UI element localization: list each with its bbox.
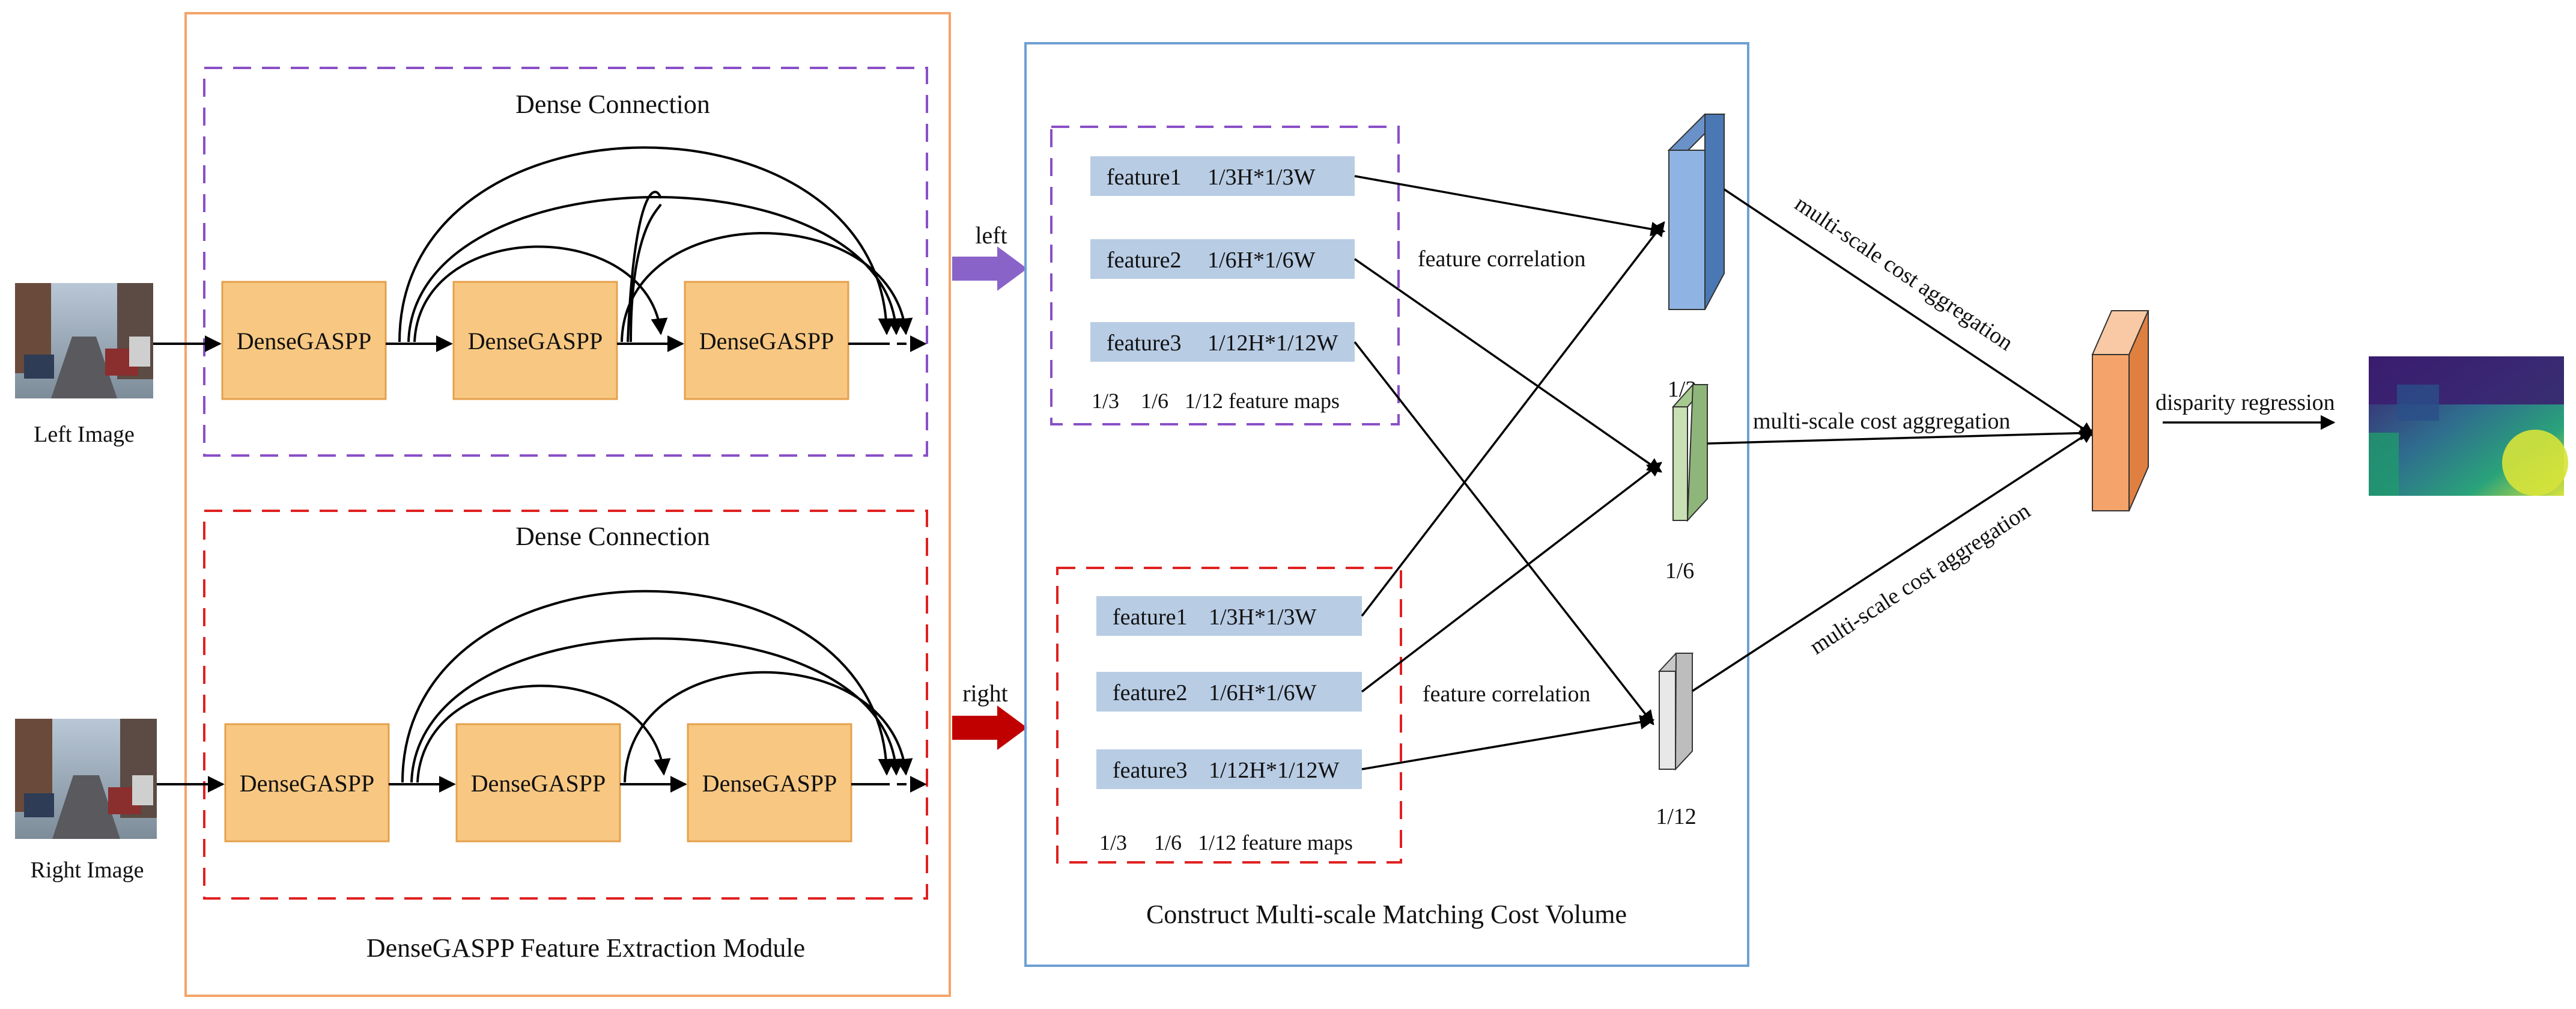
cost-volume-1-6: [1671, 384, 1709, 522]
top-densegaspp-label-2: DenseGASPP: [468, 328, 603, 355]
top-densegaspp-block-2: [452, 281, 618, 400]
feature-correlation-label-bottom: feature correlation: [1423, 681, 1591, 707]
top-densegaspp-block-1: [221, 281, 387, 400]
cost-volume-title: Construct Multi-scale Matching Cost Volu…: [1146, 900, 1627, 929]
right-feature-3-size: 1/12H*1/12W: [1209, 758, 1340, 783]
left-feature-3-name: feature3: [1107, 331, 1181, 356]
bottom-densegaspp-label-3: DenseGASPP: [702, 770, 837, 797]
bottom-densegaspp-block-1: [224, 723, 390, 843]
left-image-caption: Left Image: [34, 422, 135, 447]
left-flow-arrow: [952, 246, 1027, 291]
right-flow-label: right: [962, 680, 1008, 707]
left-feature-2: [1090, 239, 1355, 279]
bottom-dense-connection-title: Dense Connection: [515, 522, 710, 551]
top-dense-links: [153, 146, 927, 352]
right-flow-arrow: [952, 706, 1027, 750]
left-feature-1-size: 1/3H*1/3W: [1208, 165, 1316, 190]
aggregation-label-mid: multi-scale cost aggregation: [1753, 409, 2010, 434]
aggregation-label-top: multi-scale cost aggregation: [1790, 191, 2018, 356]
top-dense-connection-title: Dense Connection: [515, 90, 710, 119]
right-feature-2: [1096, 672, 1362, 712]
right-image-caption: Right Image: [31, 858, 144, 883]
cost-volume-1-12-label: 1/12: [1656, 804, 1697, 829]
right-feature-1: [1096, 596, 1362, 636]
right-feature-3: [1096, 749, 1362, 789]
feature-extraction-module-title: DenseGASPP Feature Extraction Module: [366, 933, 805, 963]
top-densegaspp-label-3: DenseGASPP: [699, 328, 834, 355]
cost-volume-frame: [1024, 42, 1749, 967]
right-feature-2-size: 1/6H*1/6W: [1209, 680, 1317, 706]
cost-volume-1-3: [1667, 114, 1726, 310]
left-feature-2-size: 1/6H*1/6W: [1208, 248, 1316, 273]
top-dense-connection-frame: [203, 67, 928, 457]
bottom-dense-connection-frame: [203, 510, 928, 900]
bottom-densegaspp-block-2: [455, 723, 621, 843]
cost-volume-1-12: [1657, 653, 1694, 771]
aggregation-lines: [1692, 188, 2095, 692]
left-feature-1: [1090, 156, 1355, 196]
disparity-regression-label: disparity regression: [2155, 390, 2335, 415]
left-feature-2-name: feature2: [1107, 248, 1181, 273]
right-feature-maps-caption: 1/3 1/6 1/12 feature maps: [1099, 831, 1353, 855]
top-densegaspp-block-3: [684, 281, 849, 400]
right-feature-group-frame: [1056, 567, 1402, 864]
disparity-output-image: [2369, 356, 2568, 496]
right-input-image: [15, 719, 157, 839]
bottom-densegaspp-block-3: [687, 723, 852, 843]
cost-volume-1-6-label: 1/6: [1665, 558, 1695, 584]
left-feature-1-name: feature1: [1107, 165, 1181, 190]
bottom-densegaspp-label-2: DenseGASPP: [471, 770, 606, 797]
top-densegaspp-label-1: DenseGASPP: [237, 328, 371, 355]
left-input-image: [15, 283, 153, 398]
bottom-dense-links: [157, 590, 927, 793]
aggregation-label-bottom: multi-scale cost aggregation: [1805, 498, 2035, 660]
right-feature-1-name: feature1: [1113, 605, 1187, 630]
feature-correlation-label-top: feature correlation: [1418, 246, 1586, 272]
right-feature-1-size: 1/3H*1/3W: [1209, 605, 1317, 630]
bottom-densegaspp-label-1: DenseGASPP: [240, 770, 374, 797]
left-feature-3-size: 1/12H*1/12W: [1208, 331, 1338, 356]
left-flow-label: left: [975, 222, 1007, 249]
left-feature-3: [1090, 322, 1355, 362]
right-feature-3-name: feature3: [1113, 758, 1187, 783]
right-feature-2-name: feature2: [1113, 680, 1187, 706]
left-feature-maps-caption: 1/3 1/6 1/12 feature maps: [1092, 389, 1340, 413]
left-feature-group-frame: [1050, 126, 1400, 425]
correlation-lines: [1353, 175, 1666, 770]
feature-extraction-module-frame: [184, 12, 951, 997]
output-cost-volume: [2091, 310, 2149, 511]
